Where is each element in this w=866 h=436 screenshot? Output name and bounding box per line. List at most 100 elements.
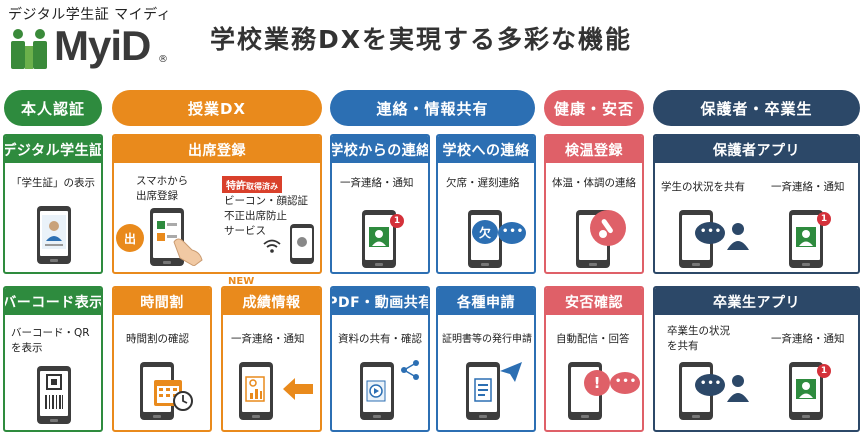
card-desc-2: を表示 — [11, 342, 43, 354]
calendar-clock-icon — [154, 380, 193, 411]
logo: MyiD ® — [8, 22, 198, 74]
qr-code-icon — [45, 374, 63, 409]
card-pdf-video[interactable]: PDF・動画共有 資料の共有・確認 — [330, 286, 430, 432]
video-share-icon — [366, 380, 386, 402]
card-title: 各種申請 — [438, 288, 534, 315]
card-desc: 一斉連絡・通知 — [231, 333, 305, 345]
id-card-icon — [42, 215, 66, 249]
card-timetable[interactable]: 時間割 時間割の確認 — [112, 286, 212, 432]
document-icon — [474, 378, 492, 402]
registered-mark: ® — [158, 54, 168, 65]
phone-icon — [466, 362, 500, 420]
chat-dots: ••• — [700, 226, 723, 237]
chat-bubble-icon — [498, 222, 526, 244]
card-title: 安否確認 — [546, 288, 642, 315]
face-scan-icon — [297, 237, 307, 247]
card-title: 出席登録 — [114, 136, 320, 163]
card-safety[interactable]: 安否確認 自動配信・回答 ! ••• — [544, 286, 644, 432]
card-desc-left-1: 卒業生の状況 — [667, 325, 730, 337]
logo-wordmark: MyiD — [54, 22, 151, 69]
chat-bubble-icon — [610, 372, 640, 394]
arrow-left-icon — [283, 378, 313, 400]
card-contact-from-school[interactable]: 学校からの連絡 一斉連絡・通知 1 — [330, 134, 430, 274]
checklist-icon — [157, 221, 177, 241]
method-line-3: サービス — [224, 225, 266, 237]
share-icon — [401, 360, 419, 380]
method-line-2: 不正出席防止 — [224, 210, 287, 222]
method-line-1: ビーコン・顔認証 — [224, 195, 308, 207]
card-parent-app[interactable]: 保護者アプリ 学生の状況を共有 一斉連絡・通知 ••• 1 — [653, 134, 860, 274]
person-icon — [727, 223, 749, 250]
card-desc-right: 一斉連絡・通知 — [771, 333, 845, 345]
card-desc: 時間割の確認 — [126, 333, 189, 345]
card-desc: 「学生証」の表示 — [11, 177, 95, 189]
category-identity: 本人認証 — [4, 90, 102, 126]
paper-plane-icon — [500, 362, 522, 382]
card-desc: 証明書等の発行申請 — [442, 334, 532, 345]
card-grades[interactable]: 成績情報 一斉連絡・通知 — [221, 286, 322, 432]
card-title: 保護者アプリ — [655, 136, 858, 163]
new-label: NEW — [228, 276, 255, 287]
card-desc: 体温・体調の連絡 — [552, 177, 636, 189]
category-parents-alumni: 保護者・卒業生 — [653, 90, 860, 126]
chat-bubble-icon — [695, 222, 725, 244]
card-desc: 自動配信・回答 — [556, 333, 630, 345]
card-desc-left: 学生の状況を共有 — [661, 181, 745, 193]
card-desc: 一斉連絡・通知 — [340, 177, 414, 189]
card-temperature[interactable]: 検温登録 体温・体調の連絡 — [544, 134, 644, 274]
phone-icon — [239, 362, 273, 420]
logo-caption: デジタル学生証 マイディ — [8, 7, 172, 23]
card-title: 卒業生アプリ — [655, 288, 858, 315]
attendance-desc-1: スマホから — [136, 175, 189, 187]
phone-icon — [150, 208, 184, 266]
attendance-desc-2: 出席登録 — [136, 190, 178, 202]
card-desc: 資料の共有・確認 — [338, 333, 422, 345]
wifi-icon — [263, 239, 281, 253]
card-applications[interactable]: 各種申請 証明書等の発行申請 — [436, 286, 536, 432]
notification-badge: 1 — [817, 364, 831, 378]
person-icon — [796, 227, 816, 247]
thermometer-icon — [590, 210, 626, 246]
person-icon — [796, 379, 816, 399]
card-title: PDF・動画共有 — [332, 288, 428, 315]
card-desc-left-2: を共有 — [667, 340, 699, 352]
category-communication: 連絡・情報共有 — [330, 90, 535, 126]
chat-bubble-icon: 欠 — [472, 220, 498, 244]
document-chart-icon — [245, 376, 265, 402]
card-title: デジタル学生証 — [5, 136, 101, 163]
category-health-safety: 健康・安否 — [544, 90, 644, 126]
chat-dots: ••• — [615, 376, 638, 387]
card-contact-to-school[interactable]: 学校への連絡 欠席・遅刻連絡 欠 ••• — [436, 134, 536, 274]
card-desc: 欠席・遅刻連絡 — [446, 177, 520, 189]
patent-badge: 特許取得済み — [222, 176, 282, 193]
alert-bubble-icon: ! — [584, 370, 610, 396]
card-desc-right: 一斉連絡・通知 — [771, 181, 845, 193]
attend-badge: 出 — [116, 224, 144, 252]
card-title: 検温登録 — [546, 136, 642, 163]
person-icon — [727, 375, 749, 402]
chat-dots: ••• — [502, 226, 525, 237]
phone-icon — [37, 366, 71, 424]
notification-badge: 1 — [817, 212, 831, 226]
notification-badge: 1 — [390, 214, 404, 228]
category-class-dx: 授業DX — [112, 90, 322, 126]
person-logo-icon — [11, 29, 47, 69]
card-barcode[interactable]: バーコード表示 バーコード・QR を表示 — [3, 286, 103, 432]
card-title: 成績情報 — [223, 288, 320, 315]
page-title: 学校業務DXを実現する多彩な機能 — [210, 25, 633, 54]
person-icon — [369, 227, 389, 247]
card-digital-id[interactable]: デジタル学生証 「学生証」の表示 — [3, 134, 103, 274]
card-title: 学校からの連絡 — [332, 136, 428, 163]
chat-bubble-icon — [695, 374, 725, 396]
hand-tap-icon — [173, 238, 203, 266]
card-attendance[interactable]: 出席登録 スマホから 出席登録 特許取得済み ビーコン・顔認証 不正出席防止 サ… — [112, 134, 322, 274]
card-alumni-app[interactable]: 卒業生アプリ 卒業生の状況 を共有 一斉連絡・通知 ••• 1 — [653, 286, 860, 432]
barcode-icon — [45, 395, 63, 409]
face-scan-phone-icon — [290, 224, 314, 264]
card-desc-1: バーコード・QR — [11, 327, 90, 339]
phone-icon — [360, 362, 394, 420]
card-title: バーコード表示 — [5, 288, 101, 315]
card-title: 学校への連絡 — [438, 136, 534, 163]
phone-icon — [679, 362, 713, 420]
phone-icon — [37, 206, 71, 264]
